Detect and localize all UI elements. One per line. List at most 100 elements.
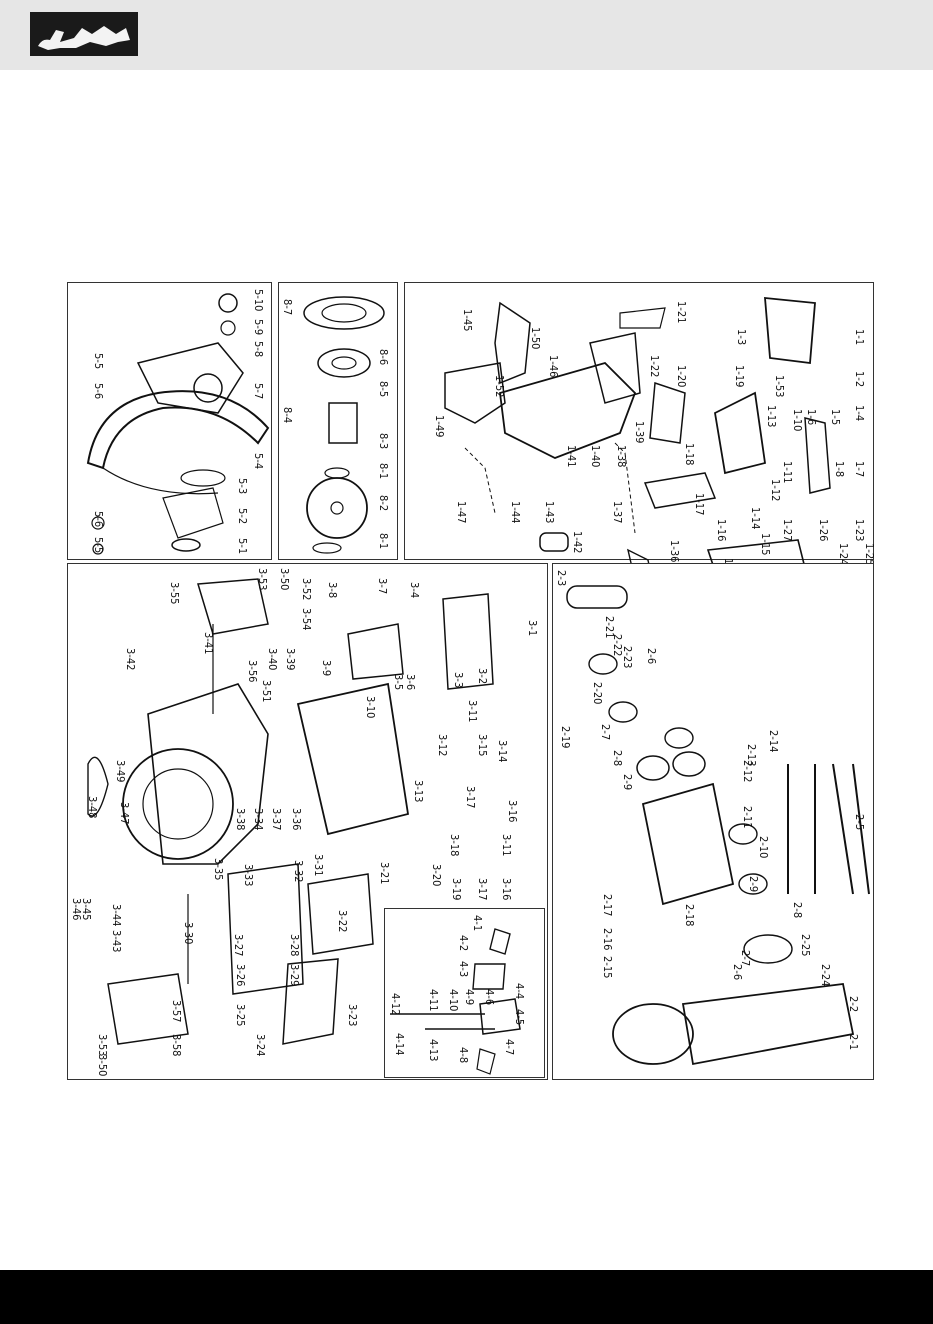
- part-label: 3-17: [464, 786, 477, 809]
- part-label: 3-36: [290, 808, 303, 831]
- part-label: 4-14: [393, 1033, 406, 1056]
- part-label: 1-46: [547, 355, 560, 378]
- part-label: 2-18: [683, 904, 696, 927]
- part-label: 4-6: [483, 989, 496, 1006]
- part-label: 3-8: [326, 582, 339, 599]
- part-label: 3-28: [288, 934, 301, 957]
- motor-flange-drawing: [303, 296, 385, 554]
- part-label: 5-10: [252, 289, 265, 312]
- part-label: 1-17: [693, 493, 706, 516]
- part-label: 3-44: [110, 904, 123, 927]
- part-label: 3-39: [284, 648, 297, 671]
- part-label: 3-55: [168, 582, 181, 605]
- part-label: 2-9: [747, 876, 760, 893]
- part-label: 3-53: [256, 568, 269, 591]
- part-label: 3-30: [182, 922, 195, 945]
- part-label: 1-2: [853, 371, 866, 388]
- part-label: 5-6: [92, 511, 105, 528]
- page-header: [0, 0, 933, 70]
- part-label: 2-17: [601, 894, 614, 917]
- part-label: 8-7: [281, 299, 294, 316]
- part-label: 3-33: [242, 864, 255, 887]
- part-label: 1-40: [589, 445, 602, 468]
- scheppach-logo: [30, 12, 138, 56]
- part-label: 3-3: [452, 672, 465, 689]
- part-label: 2-23: [621, 646, 634, 669]
- part-label: 2-25: [799, 934, 812, 957]
- part-label: 1-38: [615, 445, 628, 468]
- part-label: 1-43: [543, 501, 556, 524]
- part-label: 1-19: [733, 365, 746, 388]
- part-label: 2-2: [847, 996, 860, 1013]
- part-label: 3-14: [496, 740, 509, 763]
- part-label: 1-6: [805, 409, 818, 426]
- part-label: 1-5: [829, 409, 842, 426]
- part-label: 3-58: [170, 1034, 183, 1057]
- part-label: 2-7: [599, 724, 612, 741]
- part-label: 3-16: [506, 800, 519, 823]
- part-label: 3-56: [246, 660, 259, 683]
- part-label: 2-6: [645, 648, 658, 665]
- part-label: 4-3: [457, 961, 470, 978]
- part-label: 3-35: [212, 858, 225, 881]
- part-label: 3-17: [476, 878, 489, 901]
- panel-motor-flange: 8-7 8-6 8-5 8-4 8-3 8-1 8-2 8-1: [278, 282, 398, 560]
- blade-guard-drawing: [86, 293, 270, 555]
- part-label: 1-53: [773, 375, 786, 398]
- part-label: 1-50: [529, 327, 542, 350]
- part-label: 8-4: [281, 407, 294, 424]
- part-label: 4-2: [457, 935, 470, 952]
- part-label: 3-20: [430, 864, 443, 887]
- part-label: 3-49: [114, 760, 127, 783]
- part-label: 4-13: [427, 1039, 440, 1062]
- part-label: 3-12: [436, 734, 449, 757]
- part-label: 2-12: [741, 760, 754, 783]
- part-label: 3-10: [364, 696, 377, 719]
- part-label: 3-11: [500, 834, 513, 857]
- part-label: 3-50: [278, 568, 291, 591]
- part-label: 2-1: [847, 1034, 860, 1051]
- part-label: 1-22: [648, 355, 661, 378]
- part-label: 4-8: [457, 1047, 470, 1064]
- part-label: 1-8: [833, 461, 846, 478]
- part-label: 3-21: [378, 862, 391, 885]
- part-label: 5-1: [236, 538, 249, 555]
- part-label: 2-6: [731, 964, 744, 981]
- part-label: 5-4: [252, 453, 265, 470]
- part-label: 1-39: [633, 421, 646, 444]
- part-label: 1-42: [571, 531, 584, 554]
- part-label: 8-2: [377, 495, 390, 512]
- part-label: 3-26: [234, 964, 247, 987]
- part-label: 3-32: [292, 860, 305, 883]
- part-label: 3-15: [476, 734, 489, 757]
- part-label: 5-9: [252, 319, 265, 336]
- panel-saw-head: 1-21 1-45 1-50 1-46 1-22 1-20 1-19 1-3 1…: [404, 282, 876, 565]
- part-label: 2-5: [853, 814, 866, 831]
- part-label: 5-3: [236, 478, 249, 495]
- part-label: 1-10: [791, 409, 804, 432]
- part-label: 1-7: [853, 461, 866, 478]
- part-label: 2-24: [819, 964, 832, 987]
- part-label: 2-11: [741, 806, 754, 829]
- part-label: 2-14: [767, 730, 780, 753]
- part-label: 3-42: [124, 648, 137, 671]
- part-label: 4-5: [513, 1009, 526, 1026]
- part-label: 5-5: [92, 537, 105, 554]
- part-label: 2-10: [757, 836, 770, 859]
- part-label: 3-40: [266, 648, 279, 671]
- part-label: 3-29: [288, 964, 301, 987]
- panel-handle-assembly: 4-1 4-2 4-3 4-4 4-5 4-6 4-7 4-8 4-9 4-10…: [384, 908, 545, 1078]
- handle-assembly-drawing: [390, 928, 521, 1075]
- part-label: 1-20: [675, 365, 688, 388]
- part-label: 4-4: [513, 983, 526, 1000]
- part-label: 1-45: [461, 309, 474, 332]
- part-label: 8-6: [377, 349, 390, 366]
- part-label: 4-9: [463, 989, 476, 1006]
- part-label: 2-20: [591, 682, 604, 705]
- part-label: 3-31: [312, 854, 325, 877]
- part-label: 2-15: [601, 956, 614, 979]
- part-label: 1-1: [853, 329, 866, 346]
- part-label: 5-8: [252, 341, 265, 358]
- part-label: 3-1: [526, 620, 539, 637]
- part-label: 2-19: [559, 726, 572, 749]
